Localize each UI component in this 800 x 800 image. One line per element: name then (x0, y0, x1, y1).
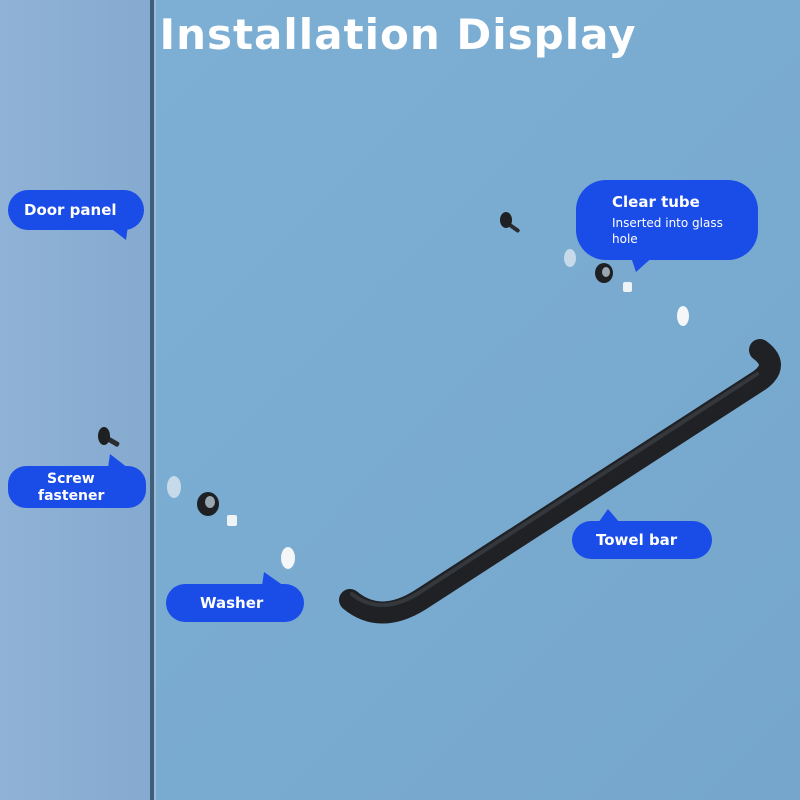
washer-callout: Washer (166, 572, 304, 622)
clear-tube-title: Clear tube (612, 193, 700, 211)
towel-bar-icon (339, 339, 781, 624)
washer-callout-tail (262, 572, 284, 586)
towel-bar-label: Towel bar (596, 531, 678, 549)
clear-tube-callout: Clear tube Inserted into glass hole (576, 180, 758, 272)
towel-bar-callout: Towel bar (572, 509, 712, 559)
door-panel-callout: Door panel (8, 190, 144, 240)
top-clear-washer-icon (564, 249, 576, 267)
door-panel-label: Door panel (24, 201, 117, 219)
bottom-clear-washer-icon (167, 476, 181, 498)
bottom-nut-icon (197, 492, 219, 516)
bottom-washer-icon (281, 547, 295, 569)
top-clear-tube-icon (623, 282, 632, 292)
door-panel-callout-tail (108, 226, 128, 240)
washer-label: Washer (200, 594, 264, 612)
glass-edge (150, 0, 154, 800)
glass-door-panel (0, 0, 152, 800)
screw-fastener-label-line2: fastener (38, 488, 105, 504)
screw-fastener-callout: Screw fastener (8, 454, 146, 508)
clear-tube-desc-line1: Inserted into glass (612, 216, 723, 230)
top-washer-icon (677, 306, 689, 326)
screw-fastener-callout-tail (108, 454, 128, 468)
bottom-clear-tube-icon (227, 515, 237, 526)
clear-tube-desc-line2: hole (612, 232, 638, 246)
page-title: Installation Display (159, 10, 637, 59)
screw-fastener-label-line1: Screw (47, 471, 95, 487)
clear-tube-callout-tail (630, 254, 656, 272)
top-screw-icon (500, 212, 520, 233)
top-nut-icon (595, 263, 613, 283)
bottom-screw-icon (98, 427, 120, 447)
